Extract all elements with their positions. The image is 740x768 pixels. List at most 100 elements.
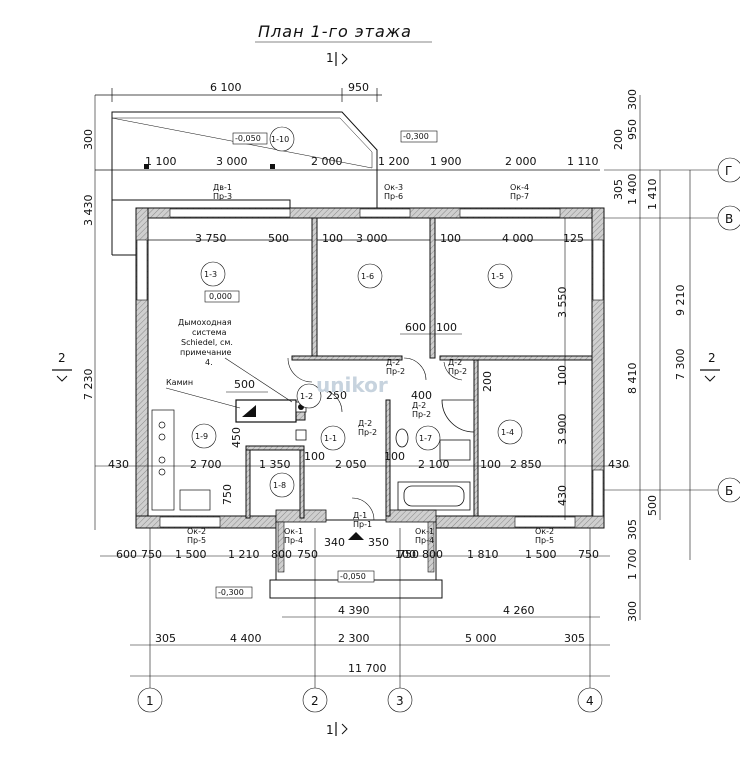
dim-r200: 200 <box>612 129 625 150</box>
svg-text:Ок-1: Ок-1 <box>415 527 434 536</box>
dim-r1410: 1 410 <box>646 179 659 211</box>
dim-b750d: 750 <box>578 548 599 561</box>
dim-4390: 4 390 <box>338 604 370 617</box>
bathroom-fixtures <box>395 399 475 511</box>
dim-100a: 100 <box>322 232 343 245</box>
dim-b800a: 800 <box>271 548 292 561</box>
dim-3000b: 3 000 <box>356 232 388 245</box>
dim-2300: 2 300 <box>338 632 370 645</box>
top-dimension-lines <box>95 88 600 241</box>
dim-750: 750 <box>221 484 234 505</box>
svg-text:Пр-1: Пр-1 <box>353 520 372 529</box>
svg-text:1-1: 1-1 <box>324 434 337 443</box>
dim-340: 340 <box>324 536 345 549</box>
dim-b600: 600 <box>116 548 137 561</box>
dim-r300a: 300 <box>626 89 639 110</box>
dim-500: 500 <box>268 232 289 245</box>
axis-g: Г <box>725 164 732 178</box>
dim-r7300: 7 300 <box>674 349 687 381</box>
dim-430b: 430 <box>608 458 629 471</box>
dim-3000: 3 000 <box>216 155 248 168</box>
svg-text:Ок-2: Ок-2 <box>187 527 206 536</box>
dim-total: 11 700 <box>348 662 387 675</box>
svg-text:Д-2: Д-2 <box>412 401 426 410</box>
dim-b750c: 750 <box>398 548 419 561</box>
exterior-walls <box>135 207 605 529</box>
dim-430c: 430 <box>556 485 569 506</box>
dim-l3430: 3 430 <box>82 195 95 227</box>
dim-2050: 2 050 <box>335 458 367 471</box>
kitchen-fixtures <box>151 409 211 511</box>
svg-text:Пр-4: Пр-4 <box>415 536 434 545</box>
svg-text:2: 2 <box>708 351 716 365</box>
dim-b1210: 1 210 <box>228 548 260 561</box>
dim-5000: 5 000 <box>465 632 497 645</box>
dim-430a: 430 <box>108 458 129 471</box>
side-mark-left: 2 <box>52 351 72 382</box>
svg-text:Пр-2: Пр-2 <box>358 428 377 437</box>
section-mark-bottom: 1 <box>326 722 348 737</box>
dim-r9210: 9 210 <box>674 285 687 317</box>
svg-text:Д-1: Д-1 <box>353 511 367 520</box>
dim-4400: 4 400 <box>230 632 262 645</box>
axis-1: 1 <box>146 694 154 708</box>
fireplace <box>235 399 297 423</box>
dim-100e: 100 <box>384 450 405 463</box>
svg-text:2: 2 <box>58 351 66 365</box>
dim-600: 600 <box>405 321 426 334</box>
svg-text:Дымоходная: Дымоходная <box>178 318 232 327</box>
watermark-logo: unikor <box>316 373 388 397</box>
dim-4000: 4 000 <box>502 232 534 245</box>
svg-text:Пр-7: Пр-7 <box>510 192 529 201</box>
dim-b1500a: 1 500 <box>175 548 207 561</box>
svg-text:Ок-2: Ок-2 <box>535 527 554 536</box>
dim-305a: 305 <box>155 632 176 645</box>
axis-4: 4 <box>586 694 594 708</box>
dim-b750a: 750 <box>141 548 162 561</box>
dim-100b: 100 <box>440 232 461 245</box>
dim-450: 450 <box>230 427 243 448</box>
dim-b1500b: 1 500 <box>525 548 557 561</box>
svg-text:1-10: 1-10 <box>271 135 289 144</box>
dim-100f: 100 <box>480 458 501 471</box>
dim-r1400: 1 400 <box>626 174 639 206</box>
svg-text:-0,050: -0,050 <box>340 572 366 581</box>
row-axes <box>604 157 740 503</box>
dim-500b: 500 <box>234 378 255 391</box>
svg-text:1-9: 1-9 <box>195 432 208 441</box>
axis-v: В <box>725 212 733 226</box>
svg-text:примечание: примечание <box>180 348 232 357</box>
dim-b1810: 1 810 <box>467 548 499 561</box>
dim-r300b: 300 <box>626 601 639 622</box>
svg-text:1-7: 1-7 <box>419 434 432 443</box>
svg-text:Д-2: Д-2 <box>386 358 400 367</box>
fireplace-label: Камин <box>166 378 193 387</box>
svg-text:1: 1 <box>326 723 334 737</box>
svg-text:-0,050: -0,050 <box>235 134 261 143</box>
svg-text:1-4: 1-4 <box>501 428 514 437</box>
svg-text:Пр-2: Пр-2 <box>448 367 467 376</box>
dim-2000b: 2 000 <box>505 155 537 168</box>
svg-text:Пр-2: Пр-2 <box>386 367 405 376</box>
svg-text:система: система <box>192 328 227 337</box>
svg-text:1-3: 1-3 <box>204 270 217 279</box>
column-axes <box>137 528 603 713</box>
dim-r8410: 8 410 <box>626 363 639 395</box>
svg-text:Дв-1: Дв-1 <box>213 183 232 192</box>
axis-2: 2 <box>311 694 319 708</box>
svg-text:Schiedel, см.: Schiedel, см. <box>181 338 233 347</box>
dim-b750b: 750 <box>297 548 318 561</box>
dim-2100: 2 100 <box>418 458 450 471</box>
dim-1110: 1 110 <box>567 155 599 168</box>
dim-1100: 1 100 <box>145 155 177 168</box>
dim-1200: 1 200 <box>378 155 410 168</box>
dim-top-6100: 6 100 <box>210 81 242 94</box>
svg-text:-0,300: -0,300 <box>218 588 244 597</box>
dim-400: 400 <box>411 389 432 402</box>
dim-r305b: 305 <box>626 519 639 540</box>
svg-text:1-2: 1-2 <box>300 392 313 401</box>
dim-2850: 2 850 <box>510 458 542 471</box>
chimney-note: Дымоходная система Schiedel, см. примеча… <box>178 318 293 403</box>
svg-text:Ок-3: Ок-3 <box>384 183 403 192</box>
